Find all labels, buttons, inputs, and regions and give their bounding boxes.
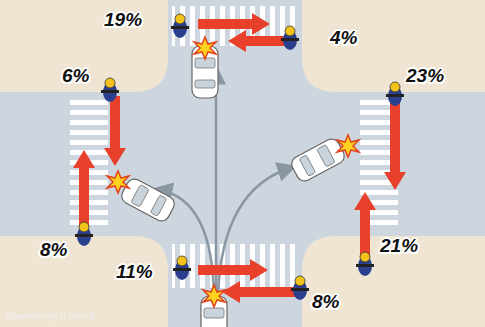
percent-label: 11% <box>116 262 153 281</box>
percent-label: 19% <box>104 10 142 29</box>
percent-label: 21% <box>380 236 418 255</box>
watermark: Illustration by H.Ueno K <box>6 312 96 321</box>
percent-label: 23% <box>406 66 444 85</box>
percent-label: 8% <box>312 292 339 311</box>
percent-label: 4% <box>330 28 357 47</box>
percent-label: 6% <box>62 66 89 85</box>
percent-label: 8% <box>40 240 67 259</box>
